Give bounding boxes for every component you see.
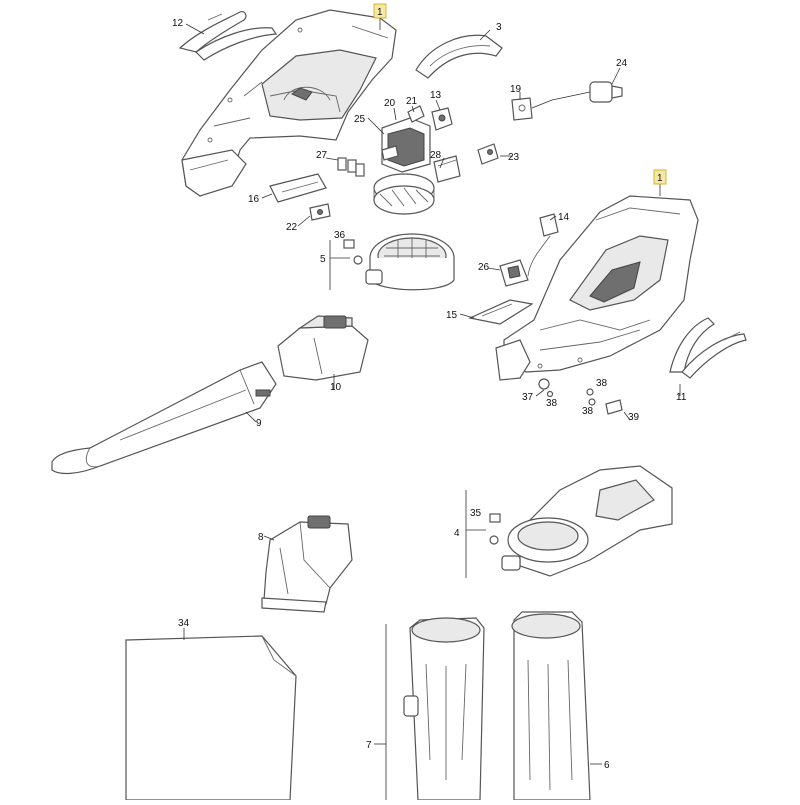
callout-11: 11 — [676, 392, 687, 403]
part-16-cover — [269, 173, 327, 203]
part-9-blower-tube — [51, 361, 277, 475]
part-23-connector — [477, 143, 499, 165]
callout-7: 7 — [366, 740, 372, 751]
callout-10: 10 — [330, 382, 342, 393]
part-21-bracket — [407, 105, 425, 123]
part-37-nut — [538, 378, 550, 390]
part-22-clip — [309, 203, 331, 221]
callout-1-right: 1 — [657, 173, 663, 184]
part-13-switch — [431, 107, 453, 131]
callout-36: 36 — [334, 230, 346, 241]
part-38-screws — [546, 388, 596, 406]
callout-23: 23 — [508, 152, 520, 163]
callout-labels: 12 1 3 24 19 20 21 13 25 23 27 28 16 22 … — [172, 3, 687, 771]
leader-lines — [183, 14, 681, 745]
part-25-clip — [381, 145, 399, 161]
callout-1-highlight-top — [373, 3, 387, 19]
callout-25: 25 — [354, 114, 366, 125]
callout-9: 9 — [256, 418, 262, 429]
callout-20: 20 — [384, 98, 396, 109]
callout-13: 13 — [430, 90, 442, 101]
part-5-fan-housing — [329, 233, 455, 291]
part-3-trim — [415, 34, 503, 79]
callout-14: 14 — [558, 212, 570, 223]
callout-6: 6 — [604, 760, 610, 771]
part-8-elbow-tube — [261, 515, 353, 613]
callout-35: 35 — [470, 508, 482, 519]
callout-38-a: 38 — [546, 398, 558, 409]
part-28-capacitor — [433, 155, 461, 183]
part-24-power-cord — [551, 81, 623, 103]
part-1-upper-housing-left — [181, 9, 397, 197]
part-1-housing-right — [495, 195, 699, 381]
part-15-cover — [468, 299, 534, 325]
callout-5: 5 — [320, 254, 326, 265]
callout-28: 28 — [430, 150, 442, 161]
callout-4: 4 — [454, 528, 460, 539]
part-19-cord-holder — [511, 97, 553, 121]
callout-24: 24 — [616, 58, 628, 69]
part-11-handle-grip — [669, 317, 747, 379]
part-12-handle-trim — [178, 11, 278, 61]
callout-27: 27 — [316, 150, 328, 161]
part-20-motor — [373, 117, 435, 215]
part-27-connectors — [337, 157, 365, 177]
callout-19: 19 — [510, 84, 522, 95]
callout-38-b: 38 — [596, 378, 608, 389]
part-14-switch — [527, 213, 559, 277]
callout-22: 22 — [286, 222, 298, 233]
part-6-vacuum-tube — [511, 611, 602, 801]
callout-15: 15 — [446, 310, 458, 321]
part-10-nozzle-adapter — [277, 315, 369, 381]
callout-3: 3 — [496, 22, 502, 33]
callout-39: 39 — [628, 412, 640, 423]
part-7-vacuum-tube — [385, 617, 485, 801]
callout-38-c: 38 — [582, 406, 594, 417]
callout-1-top: 1 — [377, 7, 383, 18]
part-34-collection-bag — [125, 635, 297, 801]
part-4-collar-housing — [465, 465, 673, 578]
callout-37: 37 — [522, 392, 534, 403]
callout-34: 34 — [178, 618, 190, 629]
callout-1-highlight-right — [653, 169, 667, 185]
part-26-clip — [499, 259, 529, 287]
callout-8: 8 — [258, 532, 264, 543]
callout-16: 16 — [248, 194, 260, 205]
callout-26: 26 — [478, 262, 490, 273]
callout-21: 21 — [406, 96, 418, 107]
part-39-fastener — [605, 399, 623, 415]
callout-12: 12 — [172, 18, 184, 29]
